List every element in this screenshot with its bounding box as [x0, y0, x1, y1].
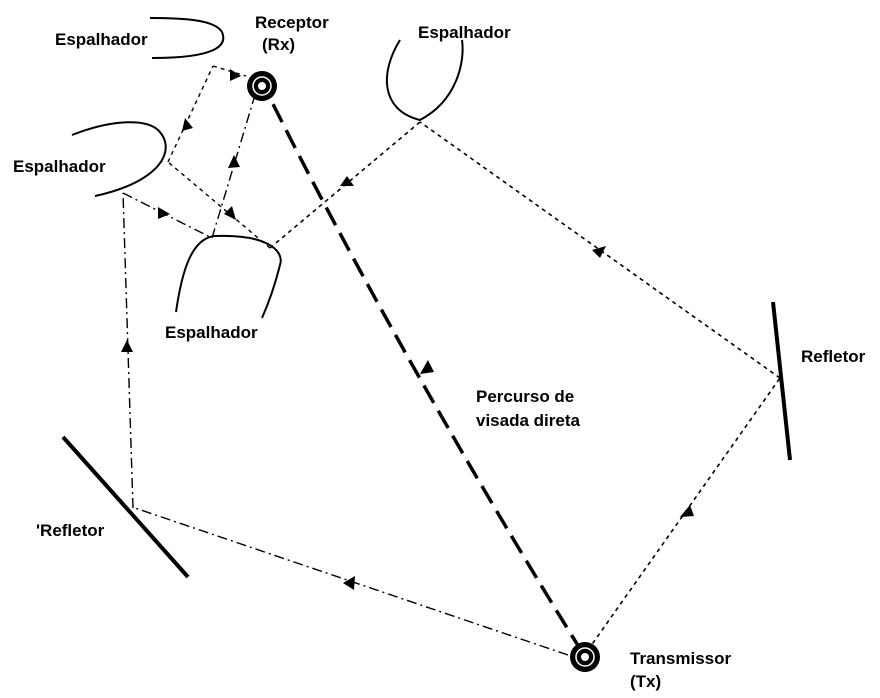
arrow-to-rx-top	[230, 69, 241, 81]
arrow-to-center-scatterer	[340, 176, 354, 186]
path-right-reflector-to-scatterer	[419, 121, 781, 379]
reflector-left-label: 'Refletor	[36, 521, 105, 540]
los-path-label-line2: visada direta	[476, 411, 580, 430]
transmitter-label: Transmissor (Tx)	[630, 649, 736, 691]
los-path-label-line1: Percurso de	[476, 387, 574, 406]
los-path-label: Percurso de visada direta	[476, 387, 580, 430]
scatterer-center-shape	[175, 234, 282, 319]
arrow-left-reflector-up	[121, 340, 133, 352]
scatterer-mid-left-shape	[71, 121, 167, 197]
receiver-label-line1: Receptor	[255, 13, 329, 32]
arrow-right-reflector-up	[592, 246, 606, 258]
arrow-center-to-mid-left	[224, 206, 236, 220]
scatterer-mid-left-label: Espalhador	[13, 157, 106, 176]
path-center-to-mid-left	[167, 161, 271, 249]
transmitter-antenna	[570, 642, 600, 672]
transmitter-label-line1: Transmissor	[630, 649, 731, 668]
arrow-tx-to-left-reflector	[343, 576, 355, 590]
reflector-left-surface	[61, 435, 190, 579]
path-mid-left-to-center	[122, 192, 213, 239]
receiver-label-line2: (Rx)	[262, 35, 295, 54]
arrow-mid-left-up	[182, 118, 193, 131]
path-left-reflector-to-mid-left	[122, 192, 134, 509]
path-top-left-to-rx	[212, 65, 247, 77]
los-path-line	[263, 87, 584, 653]
transmitter-label-line2: (Tx)	[630, 672, 661, 691]
arrow-tx-right-reflector	[680, 505, 694, 517]
arrow-los	[420, 360, 434, 374]
scatterer-top-right-label: Espalhador	[418, 23, 511, 42]
receiver-label: Receptor (Rx)	[255, 13, 333, 54]
receiver-antenna	[247, 71, 277, 101]
path-mid-left-to-top-left	[167, 65, 214, 163]
reflector-right-surface	[771, 301, 792, 461]
scatterer-top-left-label: Espalhador	[55, 30, 148, 49]
scatterer-top-left-shape	[149, 17, 225, 59]
scatterer-center-label: Espalhador	[165, 323, 258, 342]
arrow-mid-left-to-center	[158, 207, 170, 219]
arrow-center-to-rx	[228, 155, 240, 168]
reflector-right-label: Refletor	[801, 347, 866, 366]
scatterer-top-right-shape	[386, 39, 464, 122]
